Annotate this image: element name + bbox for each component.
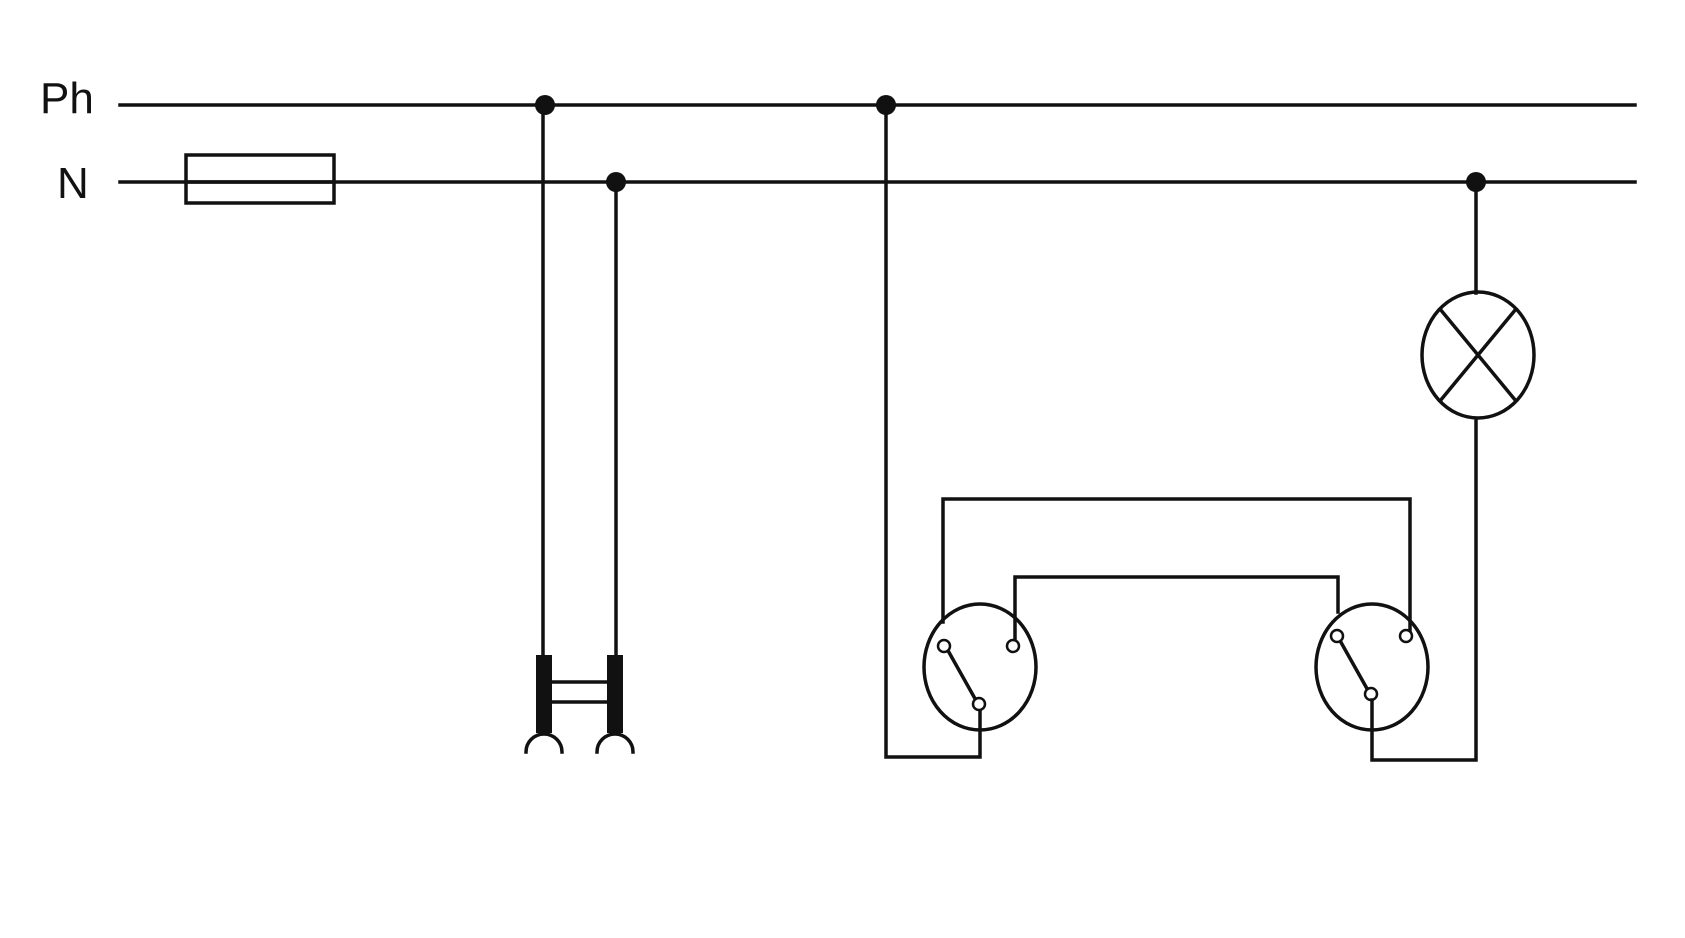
traveller-wire-inner <box>1013 575 1340 647</box>
neutral-label: N <box>57 159 89 208</box>
switch-1-feed-wire <box>884 103 982 759</box>
junction-dot <box>535 95 555 115</box>
socket-outlet-icon <box>524 655 635 754</box>
lamp-icon <box>1420 290 1536 420</box>
two-way-switch-icon <box>922 602 1038 732</box>
fuse-icon <box>184 153 336 205</box>
switch-2-lamp-wire <box>1370 418 1478 762</box>
phase-label: Ph <box>40 74 94 123</box>
traveller-wire-outer <box>941 497 1412 634</box>
